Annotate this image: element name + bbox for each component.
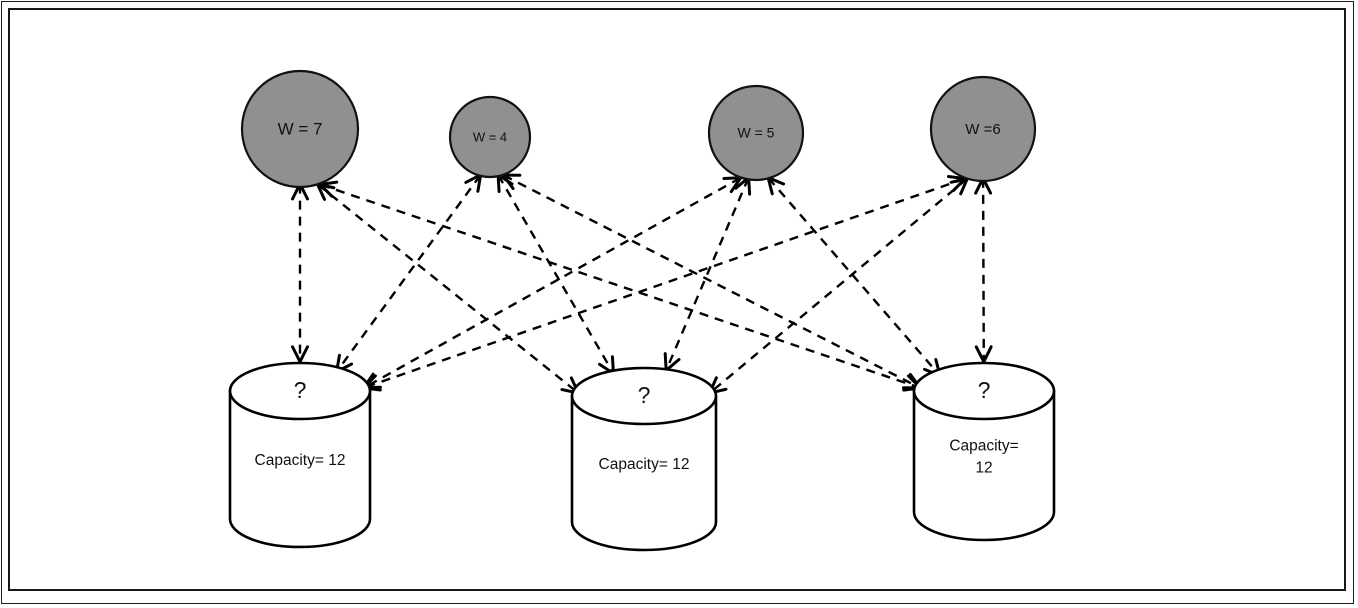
edge-w7-to-bin2 xyxy=(316,182,580,395)
bin-unknown-marker: ? xyxy=(294,377,307,403)
edge-w4-to-bin2 xyxy=(496,173,615,375)
edge-w4-to-bin1 xyxy=(335,173,483,374)
cylinder-top-ellipse xyxy=(570,366,718,426)
bin-node-bin3[interactable]: ? Capacity= 12 xyxy=(912,361,1056,542)
edge-w6-to-bin1 xyxy=(362,175,967,392)
cylinder-top-ellipse xyxy=(912,361,1056,421)
item-node-circle xyxy=(707,84,805,182)
bin-unknown-marker: ? xyxy=(978,377,991,403)
bin-node-bin1[interactable]: ? Capacity= 12 xyxy=(228,361,372,549)
bin-capacity-label: Capacity= xyxy=(949,438,1018,455)
item-weight-label: W = 4 xyxy=(473,129,507,144)
item-node-circle xyxy=(929,75,1037,183)
bin-node-bin2[interactable]: ? Capacity= 12 xyxy=(570,366,718,552)
inner-frame-border xyxy=(8,8,1346,591)
item-weight-label: W = 7 xyxy=(278,119,323,138)
cylinder-body xyxy=(228,389,372,549)
item-weight-label: W =6 xyxy=(965,121,1000,138)
cylinder-body xyxy=(912,389,1056,542)
cylinder-top-ellipse xyxy=(228,361,372,421)
edge-w6-to-bin3 xyxy=(974,176,993,364)
edge-w6-to-bin2 xyxy=(708,176,969,395)
item-node-w4[interactable]: W = 4 xyxy=(448,95,532,179)
bin-nodes-layer: ? Capacity= 12? Capacity= 12? Capacity= 12 xyxy=(228,361,1056,552)
bin-capacity-label: Capacity= 12 xyxy=(599,456,690,473)
edge-w5-to-bin1 xyxy=(362,176,743,390)
edge-w7-to-bin3 xyxy=(318,180,922,392)
item-nodes-layer: W = 7 W = 4 W = 5 W =6 xyxy=(240,69,1037,189)
item-weight-label: W = 5 xyxy=(738,125,775,141)
item-node-w5[interactable]: W = 5 xyxy=(707,84,805,182)
bin-capacity-label: Capacity= 12 xyxy=(255,452,346,469)
item-node-circle xyxy=(448,95,532,179)
item-node-circle xyxy=(240,69,360,189)
edge-w5-to-bin2 xyxy=(663,175,752,372)
edges-layer xyxy=(291,173,993,395)
bin-unknown-marker: ? xyxy=(638,382,651,408)
cylinder-body xyxy=(570,394,718,552)
item-node-w6[interactable]: W =6 xyxy=(929,75,1037,183)
bin-capacity-label: 12 xyxy=(975,460,992,477)
item-node-w7[interactable]: W = 7 xyxy=(240,69,360,189)
